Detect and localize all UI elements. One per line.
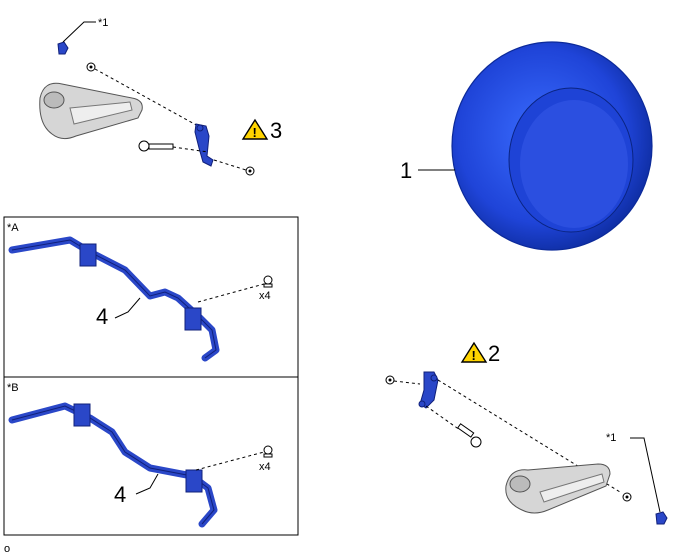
- panel-a: *A x4 4: [3, 216, 299, 378]
- page-mark: o: [4, 543, 10, 555]
- clip-bottom-leader: [630, 437, 661, 513]
- panel-b: *B x4 4: [3, 376, 299, 536]
- part-number-3: 3: [270, 118, 282, 143]
- caution-triangle-icon: !: [241, 118, 269, 140]
- lower-arm-assembly: ! 2 *1: [385, 341, 668, 525]
- bar-a-leader: [114, 297, 141, 319]
- qty-label-b: x4: [259, 461, 271, 473]
- part-number-1: 1: [400, 158, 412, 183]
- panel-a-label: *A: [7, 222, 19, 234]
- part-number-4b: 4: [114, 482, 126, 507]
- part-number-4a: 4: [96, 304, 108, 329]
- part-number-2: 2: [488, 341, 500, 366]
- bolt-a: [263, 275, 273, 288]
- upper-arm-assembly: *1 ! 3: [39, 17, 282, 176]
- tire-assembly: 1: [400, 41, 653, 251]
- bolt-b: [263, 445, 273, 458]
- bushing-a-left: [79, 243, 97, 267]
- panel-b-label: *B: [7, 382, 19, 394]
- qty-label-a: x4: [259, 290, 271, 302]
- caution-triangle-icon: !: [460, 341, 488, 363]
- stabilizer-link-upper: [194, 123, 214, 167]
- ref-label-top: *1: [98, 17, 108, 29]
- bushing-a-right: [184, 307, 202, 331]
- clip-top-leader: [62, 21, 96, 43]
- bolt-upper: [138, 140, 174, 152]
- bushing-b-left: [73, 403, 91, 427]
- svg-text:!: !: [472, 348, 476, 363]
- bar-b-leader: [135, 473, 159, 495]
- clip-part-top: [57, 41, 69, 55]
- stabilizer-bar-a: [8, 236, 220, 362]
- ref-label-bottom: *1: [606, 432, 616, 444]
- bolt-lower: [457, 423, 482, 448]
- bushing-b-right: [185, 469, 203, 493]
- svg-text:!: !: [253, 125, 257, 140]
- stabilizer-bar-b: [8, 402, 218, 528]
- clip-part-bottom: [655, 511, 668, 525]
